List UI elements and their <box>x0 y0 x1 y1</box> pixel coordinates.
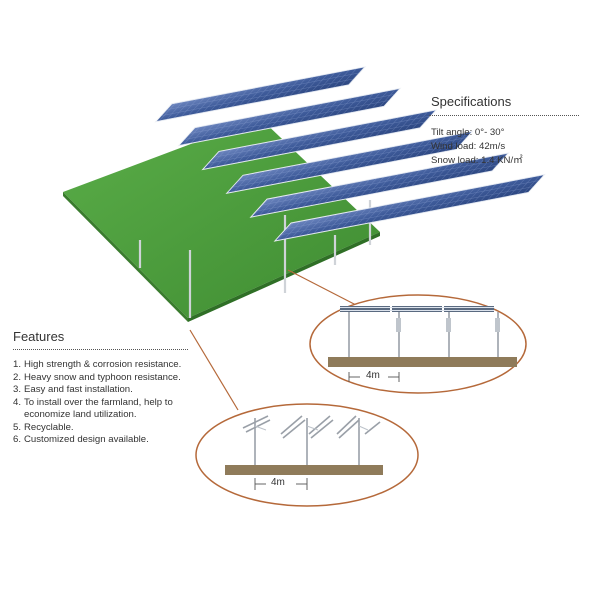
dimension-marker <box>348 372 400 382</box>
top-view-dimension-label: 4m <box>366 370 380 381</box>
features-title: Features <box>13 329 65 344</box>
feature-item: 3.Easy and fast installation. <box>13 384 213 397</box>
feature-text: High strength & corrosion resistance. <box>24 359 182 370</box>
feature-number: 4. <box>13 396 22 408</box>
panel-row <box>177 87 402 147</box>
soil-strip <box>225 465 383 475</box>
feature-item: 4.To install over the farmland, help to … <box>13 397 213 422</box>
feature-text: Customized design available. <box>24 434 149 445</box>
panel-row <box>249 152 510 218</box>
feature-number: 6. <box>13 434 22 445</box>
panel-array <box>154 66 546 242</box>
spec-wind-load: Wind load: 42m/s <box>431 141 506 152</box>
feature-text: Heavy snow and typhoon resistance. <box>24 371 181 383</box>
feature-number: 5. <box>13 421 22 433</box>
bottom-view-dimension-label: 4m <box>271 477 285 488</box>
feature-text: Easy and fast installation. <box>24 384 133 395</box>
feature-number: 3. <box>13 384 22 395</box>
panel-row <box>273 173 546 242</box>
feature-text: To install over the farmland, help to ec… <box>24 396 173 421</box>
detail-view-top <box>309 294 527 394</box>
soil-strip <box>328 357 517 367</box>
features-panel: Features 1.High strength & corrosion res… <box>13 329 213 447</box>
divider <box>429 115 579 116</box>
specifications-title: Specifications <box>431 94 512 109</box>
panel-row <box>225 130 474 195</box>
panel-row <box>201 109 438 171</box>
feature-number: 1. <box>13 359 22 370</box>
panel-row <box>154 66 367 123</box>
features-list: 1.High strength & corrosion resistance. … <box>13 359 213 447</box>
feature-item: 1.High strength & corrosion resistance. <box>13 359 213 372</box>
specifications-panel: Specifications Tilt angle: 0°- 30° Wind … <box>429 94 591 168</box>
feature-item: 5.Recyclable. <box>13 422 213 435</box>
divider <box>13 349 188 350</box>
feature-item: 2.Heavy snow and typhoon resistance. <box>13 372 213 385</box>
feature-text: Recyclable. <box>24 421 74 433</box>
feature-item: 6.Customized design available. <box>13 434 213 447</box>
detail-view-bottom <box>195 403 419 507</box>
panel-edge-row <box>340 306 494 312</box>
spec-tilt-angle: Tilt angle: 0°- 30° <box>431 127 505 138</box>
ground-edge <box>63 192 188 322</box>
feature-number: 2. <box>13 371 22 383</box>
callout-leaders <box>189 269 357 411</box>
spec-snow-load: Snow load: 1.4 KN/㎡ <box>431 155 523 166</box>
dimension-marker <box>254 478 308 490</box>
